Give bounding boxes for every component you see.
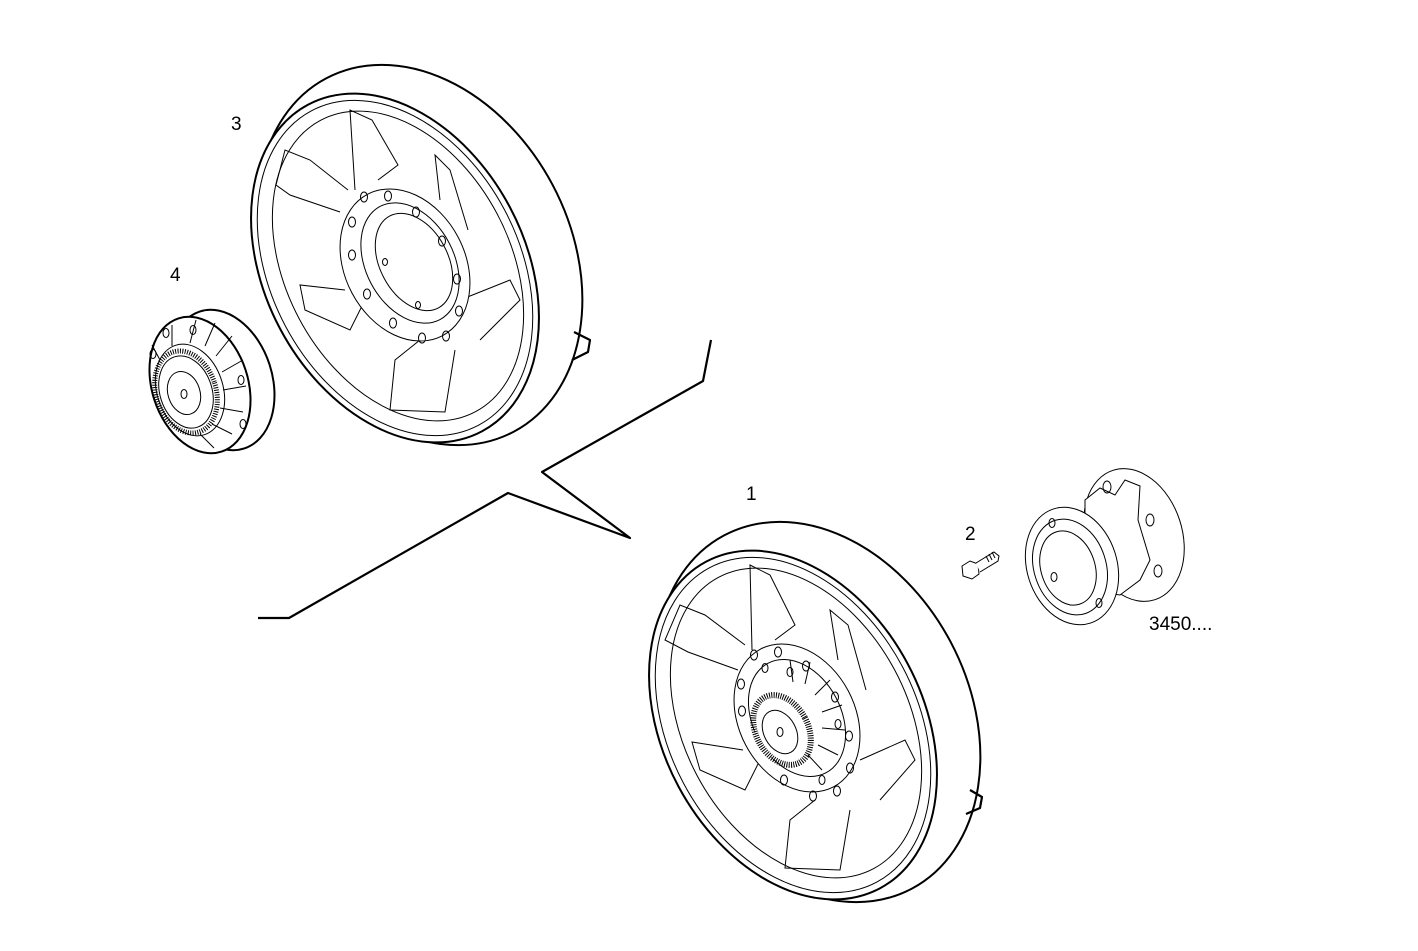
bolt-part-2[interactable] [961, 551, 1000, 580]
callout-1: 1 [746, 484, 757, 505]
callout-3: 3 [231, 114, 242, 135]
assembly-bracket-line [258, 339, 713, 620]
callout-4: 4 [170, 265, 181, 286]
spacer-hub-3450[interactable] [1011, 455, 1201, 636]
callout-3450-reference: 3450.... [1149, 614, 1213, 635]
fan-part-3[interactable] [193, 8, 646, 502]
callout-2: 2 [965, 524, 976, 545]
viscous-coupling-part-4[interactable] [133, 296, 292, 466]
fan-part-1[interactable] [591, 465, 1044, 946]
